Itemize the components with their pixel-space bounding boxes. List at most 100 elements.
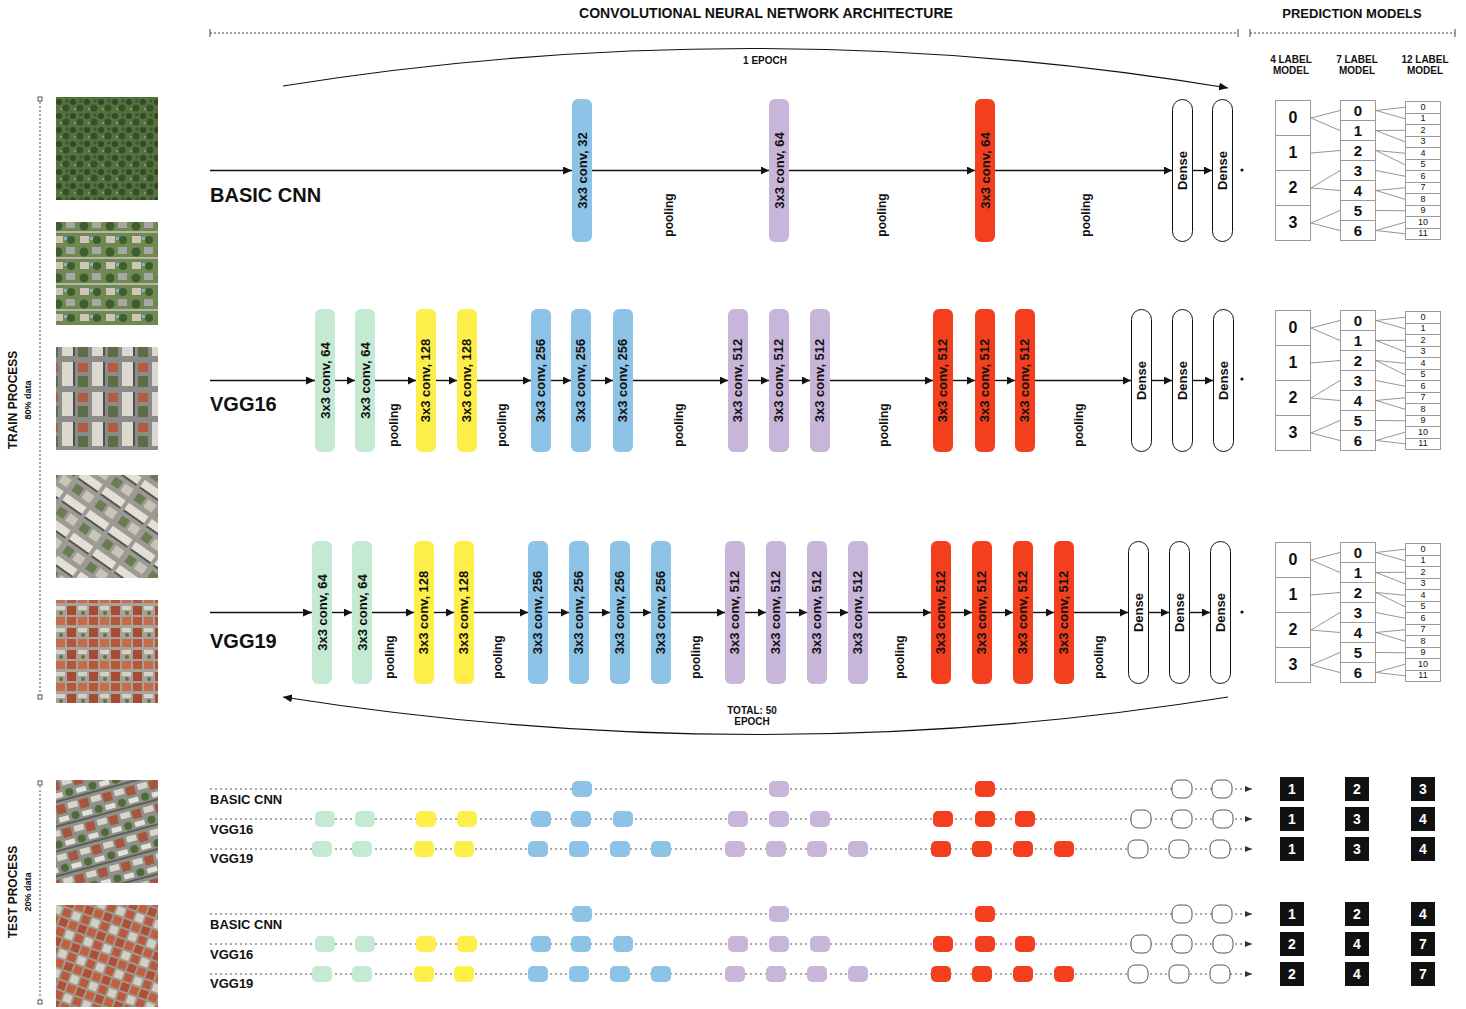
prediction-box: 1 — [1280, 902, 1304, 926]
flow-arrow — [1190, 612, 1210, 613]
dense-layer-chip — [1213, 810, 1233, 828]
label-split-line — [1376, 441, 1405, 444]
dense-layer-chip — [1169, 840, 1189, 858]
flow-arrow — [372, 612, 414, 613]
class-label-cell: 3 — [1340, 160, 1376, 181]
class-label: 4 — [1354, 183, 1362, 198]
class-label-cell: 2 — [1340, 582, 1376, 603]
label-split-line — [1376, 664, 1405, 672]
bracket-end — [38, 781, 42, 785]
layer-label: Dense — [1214, 593, 1227, 632]
layer-label: 3x3 conv, 512 — [811, 571, 824, 655]
label-split-line — [1376, 111, 1405, 119]
layer-label: 3x3 conv, 512 — [814, 339, 827, 423]
class-label: 6 — [1354, 665, 1362, 680]
dashed-rule — [1250, 33, 1455, 34]
conv-layer-chip — [933, 811, 953, 827]
annotation-label: BASIC CNN — [210, 792, 282, 807]
prediction-value: 2 — [1288, 937, 1296, 951]
layer-label: 3x3 conv, 128 — [461, 339, 474, 423]
class-label: 11 — [1418, 439, 1427, 448]
label-split-line — [1376, 188, 1405, 191]
conv-layer-box: 3x3 conv, 256 — [651, 541, 671, 684]
label-split-line — [1376, 630, 1405, 633]
conv-layer-box: 3x3 conv, 512 — [975, 309, 995, 452]
label-split-line — [1376, 317, 1405, 320]
prediction-box: 4 — [1345, 962, 1369, 986]
label-split-line — [1376, 361, 1405, 375]
flow-arrow — [551, 380, 571, 381]
class-label: 5 — [1420, 370, 1425, 379]
label-split-line — [1376, 171, 1405, 177]
conv-layer-chip — [651, 841, 671, 857]
conv-layer-box: 3x3 conv, 512 — [1054, 541, 1074, 684]
flow-arrow — [830, 380, 933, 381]
annotation-label-holder: pooling — [492, 635, 505, 678]
label-split-line — [1376, 131, 1405, 142]
label-split-line — [1376, 401, 1405, 410]
annotation-label-holder: BASIC CNN — [210, 918, 282, 932]
conv-layer-box: 3x3 conv, 256 — [531, 309, 551, 452]
prediction-value: 4 — [1353, 967, 1361, 981]
class-label-cell: 3 — [1340, 602, 1376, 623]
annotation-label: VGG16 — [210, 393, 277, 415]
conv-layer-chip — [355, 811, 375, 827]
label-split-line — [1311, 223, 1340, 231]
prediction-value: 4 — [1419, 907, 1427, 921]
class-label-cell: 11 — [1405, 670, 1441, 683]
class-label: 6 — [1420, 172, 1425, 181]
output-dots — [1240, 168, 1243, 613]
class-label: 3 — [1289, 215, 1298, 231]
conv-layer-chip — [569, 966, 589, 982]
class-label-cell: 5 — [1340, 642, 1376, 663]
class-label: 3 — [1289, 425, 1298, 441]
layer-label: 3x3 conv, 256 — [575, 339, 588, 423]
class-label-cell: 2 — [1275, 612, 1311, 648]
label-split-line — [1376, 381, 1405, 387]
conv-layer-box: 3x3 conv, 512 — [972, 541, 992, 684]
conv-layer-chip — [931, 841, 951, 857]
label-split-line — [1311, 118, 1340, 131]
label-split-line — [1376, 573, 1405, 584]
conv-layer-chip — [975, 811, 995, 827]
bracket-line — [40, 102, 41, 695]
class-label: 10 — [1418, 218, 1428, 227]
class-label-cell: 1 — [1275, 345, 1311, 381]
prediction-value: 1 — [1288, 907, 1296, 921]
prediction-box: 2 — [1280, 962, 1304, 986]
layer-label: 3x3 conv, 512 — [1019, 339, 1032, 423]
class-label-cell: 1 — [1340, 330, 1376, 351]
class-label: 3 — [1420, 137, 1425, 146]
annotation-label-holder: pooling — [894, 635, 907, 678]
prediction-value: 2 — [1353, 907, 1361, 921]
test-pipelines — [210, 780, 1252, 983]
conv-layer-chip — [769, 781, 789, 797]
conv-layer-chip — [531, 811, 551, 827]
annotation-label: 80% data — [23, 380, 33, 419]
conv-layer-chip — [416, 811, 436, 827]
conv-layer-chip — [766, 966, 786, 982]
label-split-line — [1376, 420, 1405, 421]
class-label: 2 — [1289, 180, 1298, 196]
layer-label: Dense — [1217, 361, 1230, 400]
prediction-value: 1 — [1288, 842, 1296, 856]
layer-label: 3x3 conv, 64 — [979, 132, 992, 208]
flow-arrow — [1152, 380, 1172, 381]
class-label: 2 — [1289, 390, 1298, 406]
rule-tick — [1455, 29, 1456, 37]
prediction-box: 4 — [1411, 902, 1435, 926]
conv-layer-box: 3x3 conv, 64 — [312, 541, 332, 684]
dense-layer-chip — [1172, 810, 1192, 828]
label-split-line — [1376, 593, 1405, 607]
flow-arrow — [436, 380, 457, 381]
rule-tick — [1238, 29, 1239, 37]
layer-label: 3x3 conv, 128 — [418, 571, 431, 655]
class-label: 0 — [1354, 313, 1362, 328]
conv-layer-box: 3x3 conv, 256 — [569, 541, 589, 684]
annotation-label: pooling — [491, 635, 505, 678]
class-label-cell: 4 — [1340, 622, 1376, 643]
conv-layer-box: 3x3 conv, 512 — [1013, 541, 1033, 684]
flow-arrow — [992, 612, 1013, 613]
prediction-value: 4 — [1353, 937, 1361, 951]
label-split-line — [1376, 673, 1405, 676]
